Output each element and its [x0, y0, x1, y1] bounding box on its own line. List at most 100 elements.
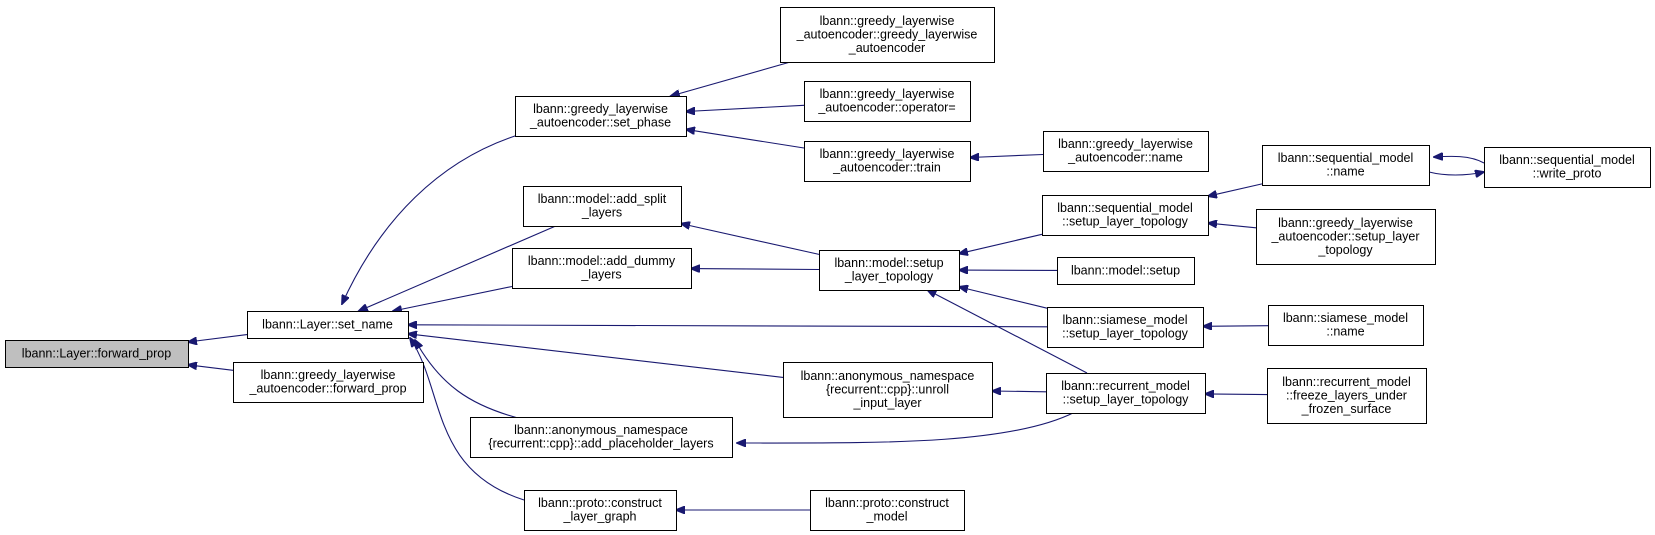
node-label-line: _autoencoder::greedy_layerwise: [796, 27, 978, 41]
node-unroll_input_layer[interactable]: lbann::anonymous_namespace{recurrent::cp…: [783, 362, 993, 418]
node-set_name[interactable]: lbann::Layer::set_name: [247, 311, 409, 339]
node-label-line: ::write_proto: [1533, 167, 1602, 181]
node-construct_layer_graph[interactable]: lbann::proto::construct_layer_graph: [524, 490, 677, 531]
node-label-line: lbann::greedy_layerwise: [820, 87, 955, 101]
node-label-line: lbann::anonymous_namespace: [801, 369, 975, 383]
node-add_split_layers[interactable]: lbann::model::add_split_layers: [523, 186, 682, 227]
edge-gla_forward_prop-to-forward_prop: [188, 365, 234, 371]
node-model_setup[interactable]: lbann::model::setup: [1057, 257, 1195, 285]
node-label-line: lbann::greedy_layerwise: [820, 147, 955, 161]
edge-set_name-to-forward_prop: [188, 334, 248, 342]
node-siamese_setup_layer_topology[interactable]: lbann::siamese_model::setup_layer_topolo…: [1047, 307, 1204, 348]
edge-add_split_layers-to-set_name: [359, 225, 556, 311]
node-box[interactable]: [819, 250, 960, 291]
node-label-line: lbann::sequential_model: [1057, 201, 1193, 215]
node-box[interactable]: [233, 362, 424, 403]
edge-gla_train-to-gla_set_phase: [686, 129, 805, 149]
edge-unroll_input_layer-to-set_name: [408, 334, 784, 378]
node-label-line: lbann::greedy_layerwise: [1278, 216, 1413, 230]
edge-seq_name-to-seq_setup_layer_topology: [1208, 183, 1263, 196]
node-forward_prop[interactable]: lbann::Layer::forward_prop: [5, 340, 189, 368]
node-box[interactable]: [524, 490, 677, 531]
node-box[interactable]: [5, 340, 189, 368]
node-box[interactable]: [804, 81, 971, 122]
node-siamese_name[interactable]: lbann::siamese_model::name: [1268, 305, 1424, 346]
node-box[interactable]: [1262, 145, 1430, 186]
node-box[interactable]: [780, 7, 995, 63]
node-gla_set_phase[interactable]: lbann::greedy_layerwise_autoencoder::set…: [515, 96, 687, 137]
node-label-line: lbann::model::add_split: [538, 192, 667, 206]
node-box[interactable]: [810, 490, 965, 531]
node-seq_name[interactable]: lbann::sequential_model::name: [1262, 145, 1430, 186]
node-gla_name[interactable]: lbann::greedy_layerwise_autoencoder::nam…: [1043, 131, 1209, 172]
edge-recurrent_setup_layer_topology-to-add_placeholder_layers: [737, 411, 1076, 443]
edge-add_placeholder_layers-to-set_name: [415, 340, 519, 419]
node-box[interactable]: [247, 311, 409, 339]
node-box[interactable]: [470, 417, 733, 458]
edge-gla_setup_layer_topology-to-seq_setup_layer_topology: [1208, 223, 1257, 229]
node-label-line: ::name: [1326, 165, 1364, 179]
node-label-line: _autoencoder::set_phase: [529, 116, 671, 130]
node-box[interactable]: [1484, 147, 1651, 188]
node-label-line: lbann::greedy_layerwise: [1058, 137, 1193, 151]
node-label-line: _autoencoder::forward_prop: [248, 382, 406, 396]
edge-gla_ctor-to-gla_set_phase: [671, 61, 791, 96]
node-write_proto[interactable]: lbann::sequential_model::write_proto: [1484, 147, 1651, 188]
node-add_dummy_layers[interactable]: lbann::model::add_dummy_layers: [512, 248, 692, 289]
node-label-line: _autoencoder: [848, 41, 925, 55]
node-box[interactable]: [1047, 307, 1204, 348]
edge-construct_layer_graph-to-set_name: [410, 338, 525, 501]
node-box[interactable]: [783, 362, 993, 418]
node-gla_operator[interactable]: lbann::greedy_layerwise_autoencoder::ope…: [804, 81, 971, 122]
node-label-line: _autoencoder::operator=: [817, 101, 955, 115]
node-box[interactable]: [1042, 195, 1209, 236]
node-box[interactable]: [1267, 368, 1427, 424]
node-label-line: {recurrent::cpp}::add_placeholder_layers: [488, 437, 713, 451]
node-box[interactable]: [515, 96, 687, 137]
node-label-line: lbann::Layer::set_name: [262, 317, 393, 331]
node-label-line: lbann::model::setup: [834, 256, 943, 270]
node-box[interactable]: [1046, 373, 1206, 414]
node-box[interactable]: [804, 141, 971, 182]
node-label-line: lbann::proto::construct: [538, 496, 662, 510]
node-model_setup_layer_topology[interactable]: lbann::model::setup_layer_topology: [819, 250, 960, 291]
node-recurrent_setup_layer_topology[interactable]: lbann::recurrent_model::setup_layer_topo…: [1046, 373, 1206, 414]
node-gla_ctor[interactable]: lbann::greedy_layerwise_autoencoder::gre…: [780, 7, 995, 63]
node-box[interactable]: [512, 248, 692, 289]
node-label-line: _layers: [580, 268, 621, 282]
node-label-line: lbann::anonymous_namespace: [514, 423, 688, 437]
node-label-line: ::setup_layer_topology: [1062, 215, 1189, 229]
node-construct_model[interactable]: lbann::proto::construct_model: [810, 490, 965, 531]
edge-gla_name-to-gla_train: [970, 155, 1044, 158]
node-label-line: lbann::sequential_model: [1278, 151, 1414, 165]
node-label-line: lbann::recurrent_model: [1282, 375, 1411, 389]
node-label-line: _layer_topology: [844, 270, 934, 284]
node-box[interactable]: [1057, 257, 1195, 285]
edge-seq_name-to-write_proto: [1428, 172, 1484, 175]
node-label-line: _model: [866, 510, 908, 524]
node-gla_train[interactable]: lbann::greedy_layerwise_autoencoder::tra…: [804, 141, 971, 182]
node-box[interactable]: [523, 186, 682, 227]
node-recurrent_freeze[interactable]: lbann::recurrent_model::freeze_layers_un…: [1267, 368, 1427, 424]
node-label-line: lbann::model::add_dummy: [528, 254, 676, 268]
node-label-line: ::setup_layer_topology: [1062, 327, 1189, 341]
node-label-line: _autoencoder::name: [1067, 151, 1183, 165]
node-label-line: ::freeze_layers_under: [1286, 388, 1407, 402]
node-add_placeholder_layers[interactable]: lbann::anonymous_namespace{recurrent::cp…: [470, 417, 733, 458]
node-label-line: lbann::siamese_model: [1283, 311, 1408, 325]
node-box[interactable]: [1268, 305, 1424, 346]
edge-gla_operator-to-gla_set_phase: [686, 104, 805, 111]
node-gla_setup_layer_topology[interactable]: lbann::greedy_layerwise_autoencoder::set…: [1256, 209, 1436, 265]
node-label-line: lbann::greedy_layerwise: [820, 14, 955, 28]
edge-siamese_name-to-siamese_setup_layer_topology: [1203, 326, 1269, 327]
edge-layer: [188, 61, 1484, 510]
node-seq_setup_layer_topology[interactable]: lbann::sequential_model::setup_layer_top…: [1042, 195, 1209, 236]
node-label-line: lbann::model::setup: [1071, 263, 1180, 277]
node-label-line: lbann::greedy_layerwise: [533, 102, 668, 116]
node-box[interactable]: [1256, 209, 1436, 265]
edge-seq_setup_layer_topology-to-model_setup_layer_topology: [959, 233, 1043, 253]
node-box[interactable]: [1043, 131, 1209, 172]
node-label-line: _autoencoder::train: [832, 161, 941, 175]
node-gla_forward_prop[interactable]: lbann::greedy_layerwise_autoencoder::for…: [233, 362, 424, 403]
